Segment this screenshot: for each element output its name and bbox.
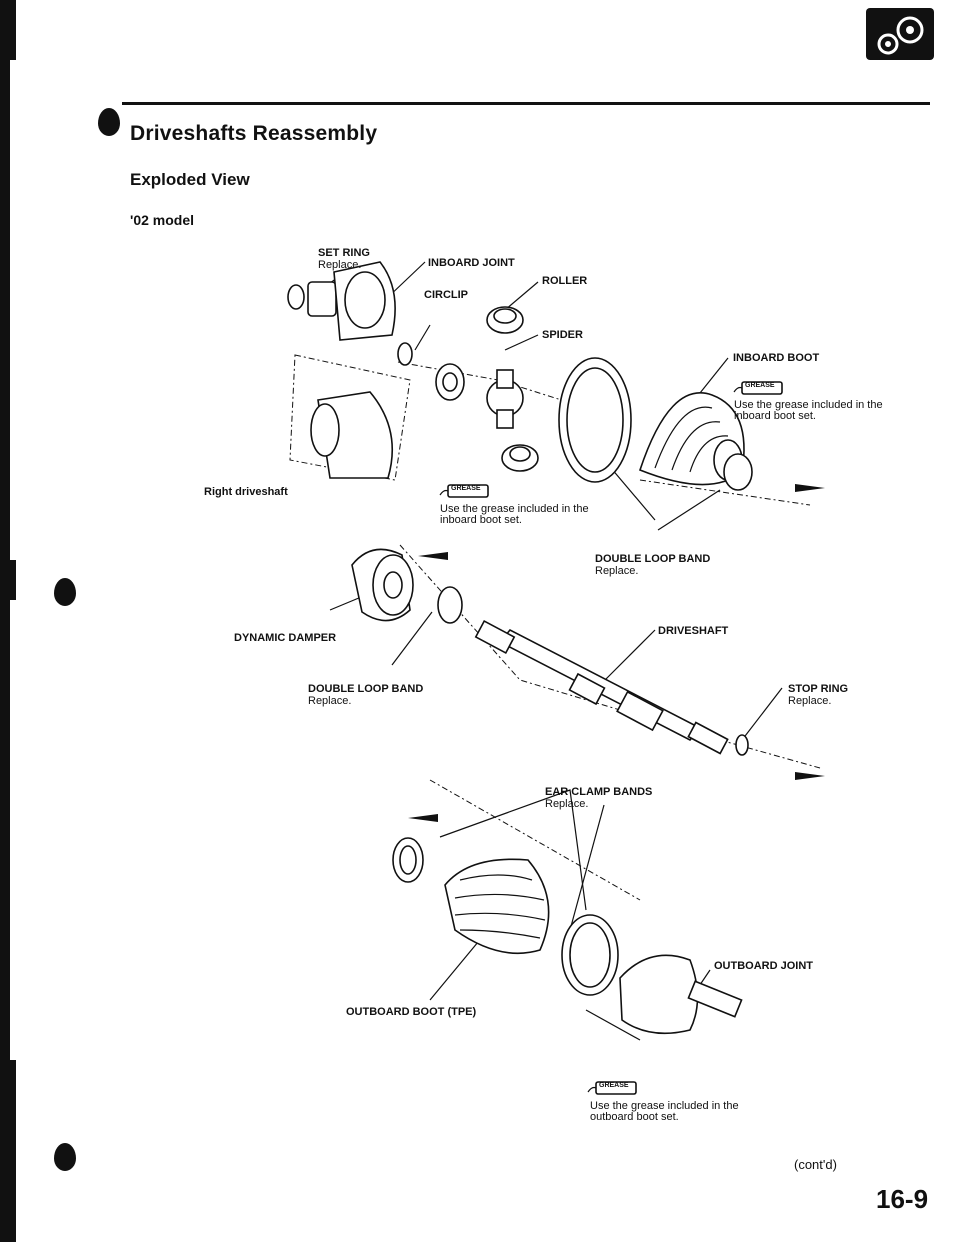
grease-icon: GREASE — [745, 382, 775, 389]
bullet-mark — [98, 108, 120, 136]
page-title: Driveshafts Reassembly — [130, 122, 378, 145]
grease-icon: GREASE — [599, 1082, 629, 1089]
bullet-mark — [54, 578, 76, 606]
label-right-driveshaft: Right driveshaft — [204, 486, 288, 498]
label-outboard-boot: OUTBOARD BOOT (TPE) — [346, 1006, 477, 1018]
label-double-loop-band-damper: DOUBLE LOOP BAND — [308, 683, 424, 695]
label-stop-ring-note: Replace. — [788, 695, 832, 707]
label-stop-ring: STOP RING — [788, 683, 849, 695]
label-inboard-boot: INBOARD BOOT — [733, 352, 820, 364]
label-outboard-joint: OUTBOARD JOINT — [714, 960, 813, 972]
binding-notch — [10, 1060, 16, 1242]
label-dynamic-damper: DYNAMIC DAMPER — [234, 632, 337, 644]
label-ear-clamp-bands: EAR CLAMP BANDS — [545, 786, 653, 798]
label-set-ring: SET RING — [318, 247, 370, 259]
label-ear-clamp-bands-note: Replace. — [545, 798, 589, 810]
center-grease-note-line1: Use the grease included in the — [440, 503, 589, 515]
label-double-loop-band-inboard: DOUBLE LOOP BAND — [595, 553, 711, 565]
driveline-section-icon — [866, 8, 934, 60]
header-rule — [122, 102, 930, 105]
grease-icon: GREASE — [451, 485, 481, 492]
outboard-grease-note-line2: outboard boot set. — [590, 1111, 679, 1123]
section-subtitle: Exploded View — [130, 170, 250, 189]
continued-label: (cont'd) — [794, 1157, 837, 1172]
inboard-boot-grease-note-line2: inboard boot set. — [734, 410, 816, 422]
page-number: 16-9 — [876, 1184, 929, 1214]
model-label: '02 model — [130, 212, 195, 228]
label-inboard-joint: INBOARD JOINT — [428, 257, 515, 269]
bullet-mark — [54, 1143, 76, 1171]
label-double-loop-band-damper-note: Replace. — [308, 695, 352, 707]
binding-notch — [10, 0, 16, 60]
label-double-loop-band-inboard-note: Replace. — [595, 565, 639, 577]
outboard-grease-note-line1: Use the grease included in the — [590, 1100, 739, 1112]
label-circlip: CIRCLIP — [424, 289, 468, 301]
label-roller: ROLLER — [542, 275, 588, 287]
center-grease-note-line2: inboard boot set. — [440, 514, 522, 526]
inboard-boot-grease-note-line1: Use the grease included in the — [734, 399, 883, 411]
binding-spine — [0, 0, 10, 1242]
label-driveshaft: DRIVESHAFT — [658, 625, 729, 637]
label-spider: SPIDER — [542, 329, 583, 341]
binding-notch — [10, 560, 16, 600]
label-set-ring-note: Replace. — [318, 259, 362, 271]
